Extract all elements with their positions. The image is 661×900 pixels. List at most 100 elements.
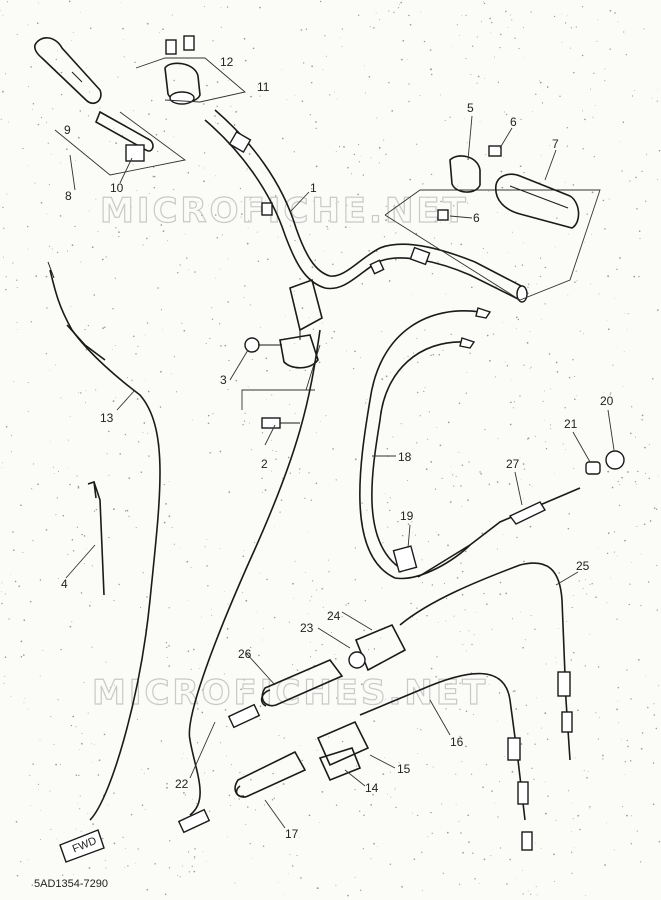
noise-dot [512, 618, 514, 620]
noise-dot [500, 170, 503, 173]
noise-dot [335, 884, 337, 886]
noise-dot [118, 235, 120, 238]
noise-dot [133, 335, 135, 338]
noise-dot [124, 433, 127, 436]
noise-dot [427, 196, 429, 199]
noise-dot [318, 361, 321, 364]
noise-dot [424, 204, 427, 207]
noise-dot [446, 598, 448, 600]
noise-dot [293, 151, 295, 153]
noise-dot [604, 864, 606, 866]
noise-dot [417, 361, 419, 363]
noise-dot [309, 234, 311, 236]
noise-dot [251, 857, 252, 859]
noise-dot [421, 559, 423, 561]
noise-dot [631, 562, 632, 564]
noise-dot [146, 596, 148, 598]
noise-dot [461, 761, 463, 763]
noise-dot [589, 633, 591, 635]
noise-dot [582, 148, 584, 150]
noise-dot [265, 199, 266, 201]
noise-dot [576, 280, 578, 282]
noise-dot [513, 401, 515, 403]
noise-dot [29, 600, 32, 603]
noise-dot [105, 661, 107, 663]
noise-dot [163, 521, 166, 524]
noise-dot [160, 740, 163, 742]
noise-dot [300, 745, 301, 747]
noise-dot [572, 818, 574, 820]
callout-21: 21 [564, 417, 578, 431]
noise-dot [592, 116, 594, 118]
noise-dot [386, 448, 388, 450]
noise-dot [607, 275, 609, 278]
noise-dot [567, 15, 569, 17]
noise-dot [485, 154, 487, 156]
noise-dot [147, 390, 150, 393]
noise-dot [168, 867, 171, 869]
noise-dot [606, 822, 608, 824]
noise-dot [641, 732, 644, 734]
noise-dot [271, 394, 273, 396]
noise-dot [27, 859, 29, 861]
noise-dot [607, 532, 610, 535]
noise-dot [184, 233, 186, 235]
noise-dot [67, 467, 69, 469]
noise-dot [349, 226, 351, 228]
speedometer-cable [177, 329, 321, 834]
noise-dot [616, 555, 618, 557]
noise-dot [79, 110, 82, 112]
noise-dot [656, 100, 658, 102]
noise-dot [621, 170, 623, 172]
noise-dot [434, 488, 437, 490]
callout-8: 8 [65, 189, 72, 203]
noise-dot [478, 883, 480, 884]
noise-dot [281, 137, 284, 140]
noise-dot [311, 580, 314, 582]
noise-dot [309, 600, 311, 602]
noise-dot [16, 287, 18, 288]
noise-dot [426, 615, 428, 617]
noise-dot [196, 742, 199, 744]
noise-dot [283, 737, 285, 739]
noise-dot [636, 525, 638, 527]
noise-dot [417, 391, 419, 394]
noise-dot [504, 756, 505, 757]
noise-dot [243, 774, 245, 776]
noise-dot [83, 563, 85, 564]
noise-dot [301, 307, 304, 309]
noise-dot [575, 270, 577, 272]
noise-dot [647, 706, 649, 709]
noise-dot [499, 593, 502, 596]
noise-dot [256, 611, 258, 613]
noise-dot [87, 324, 90, 327]
noise-dot [522, 893, 524, 895]
noise-dot [505, 10, 507, 13]
noise-dot [461, 464, 464, 467]
noise-dot [76, 526, 79, 528]
noise-dot [399, 4, 401, 5]
callout-10: 10 [110, 181, 124, 195]
noise-dot [423, 40, 426, 43]
noise-dot [226, 725, 228, 728]
noise-dot [466, 371, 468, 373]
noise-dot [56, 251, 59, 254]
noise-dot [545, 441, 546, 443]
noise-dot [148, 455, 150, 457]
noise-dot [343, 146, 345, 148]
noise-dot [322, 606, 324, 608]
noise-dot [187, 171, 190, 174]
watermark-top: MICROFICHE.NET [100, 191, 469, 231]
noise-dot [203, 180, 205, 183]
noise-dot [341, 740, 344, 743]
noise-dot [104, 326, 106, 329]
noise-dot [447, 544, 449, 547]
noise-dot [593, 72, 595, 75]
noise-dot [55, 763, 57, 766]
noise-dot [124, 510, 127, 512]
noise-dot [638, 275, 640, 278]
noise-dot [283, 893, 284, 895]
noise-dot [3, 682, 5, 684]
noise-dot [571, 606, 573, 609]
